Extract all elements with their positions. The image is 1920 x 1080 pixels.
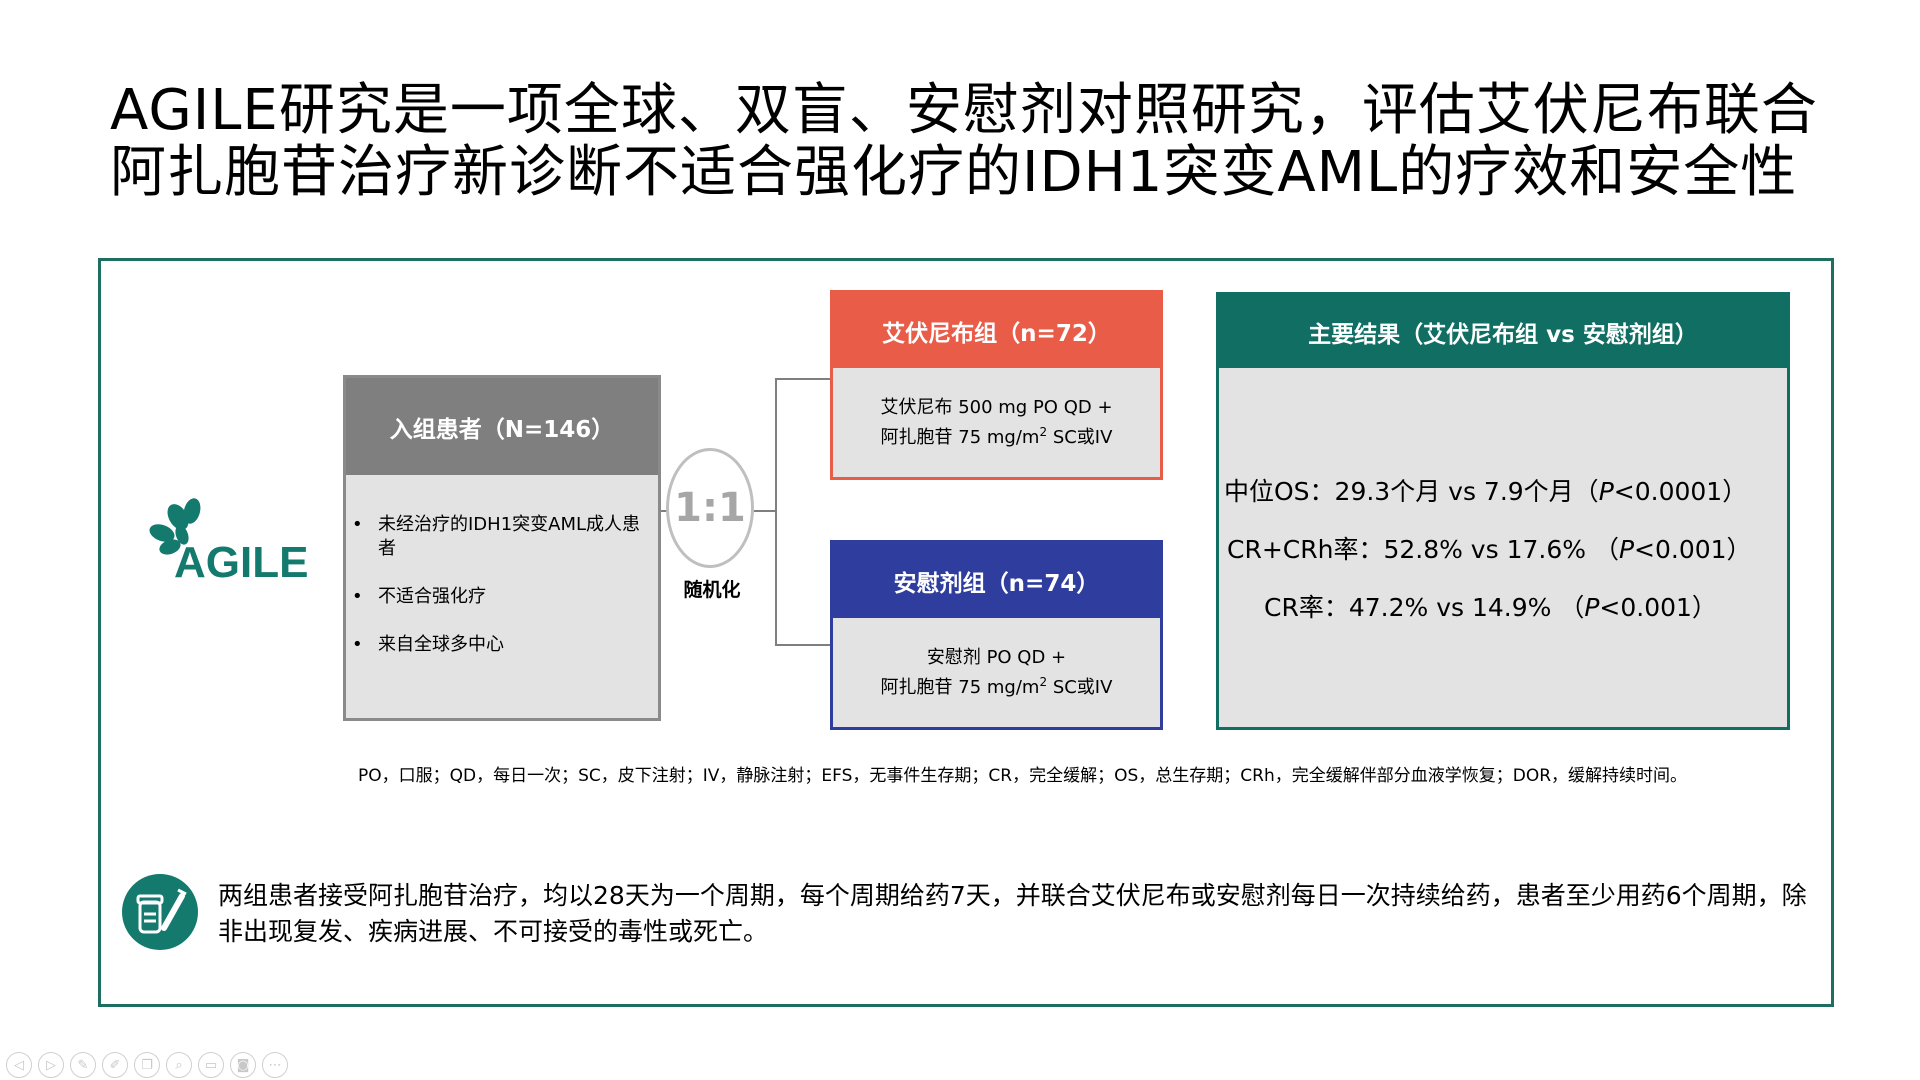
regimen-superscript: 2 bbox=[1039, 675, 1048, 689]
criteria-item: 未经治疗的IDH1突变AML成人患者 bbox=[352, 513, 654, 561]
regimen-line-2: 阿扎胞苷 75 mg/m2 SC或IV bbox=[881, 670, 1113, 700]
next-icon[interactable]: ▷ bbox=[38, 1052, 64, 1078]
camera-icon[interactable]: ◙ bbox=[230, 1052, 256, 1078]
result-cr-crh: CR+CRh率：52.8% vs 17.6% （P<0.001） bbox=[1227, 530, 1752, 566]
ivosidenib-arm-regimen: 艾伏尼布 500 mg PO QD + 阿扎胞苷 75 mg/m2 SC或IV bbox=[833, 368, 1160, 477]
enrollment-header: 入组患者（N=146） bbox=[346, 378, 658, 475]
regimen-line-1: 艾伏尼布 500 mg PO QD + bbox=[880, 397, 1113, 418]
agile-leaf-logo: AGILE bbox=[149, 498, 308, 587]
presentation-toolbar: ◁ ▷ ✎ ✐ ❐ ⌕ ▭ ◙ ⋯ bbox=[6, 1052, 288, 1078]
results-box: 主要结果（艾伏尼布组 vs 安慰剂组） bbox=[1216, 292, 1790, 730]
title-line-2: 阿扎胞苷治疗新诊断不适合强化疗的IDH1突变AML的疗效和安全性 bbox=[110, 140, 1798, 205]
placebo-arm-regimen: 安慰剂 PO QD + 阿扎胞苷 75 mg/m2 SC或IV bbox=[833, 618, 1160, 727]
placebo-arm-header: 安慰剂组（n=74） bbox=[833, 543, 1160, 618]
p-symbol: P bbox=[1598, 477, 1614, 506]
connector-line bbox=[775, 378, 777, 646]
randomization-ratio: 1:1 bbox=[666, 448, 754, 568]
criteria-item: 不适合强化疗 bbox=[352, 585, 654, 609]
content-frame bbox=[98, 258, 1834, 1007]
title-line-1: AGILE研究是一项全球、双盲、安慰剂对照研究，评估艾伏尼布联合 bbox=[110, 78, 1818, 143]
ivosidenib-arm-box: 艾伏尼布组（n=72） 艾伏尼布 500 mg PO QD + 阿扎胞苷 75 … bbox=[830, 290, 1163, 480]
medication-icon bbox=[122, 874, 198, 950]
result-text: <0.001） bbox=[1634, 535, 1752, 564]
regimen-text: SC或IV bbox=[1047, 677, 1113, 698]
regimen-text: SC或IV bbox=[1047, 427, 1113, 448]
result-os: 中位OS：29.3个月 vs 7.9个月（P<0.0001） bbox=[1224, 472, 1747, 508]
edit-icon[interactable]: ✐ bbox=[102, 1052, 128, 1078]
slide-title: AGILE研究是一项全球、双盲、安慰剂对照研究，评估艾伏尼布联合 阿扎胞苷治疗新… bbox=[110, 80, 1830, 204]
prev-icon[interactable]: ◁ bbox=[6, 1052, 32, 1078]
regimen-text: 阿扎胞苷 75 mg/m bbox=[880, 677, 1040, 698]
result-cr: CR率：47.2% vs 14.9% （P<0.001） bbox=[1264, 588, 1717, 624]
result-text: CR+CRh率：52.8% vs 17.6% （ bbox=[1227, 535, 1619, 564]
connector-line bbox=[754, 510, 776, 512]
connector-line bbox=[775, 644, 830, 646]
pen-icon[interactable]: ✎ bbox=[70, 1052, 96, 1078]
p-symbol: P bbox=[1618, 535, 1635, 564]
regimen-line-1: 安慰剂 PO QD + bbox=[926, 647, 1067, 668]
enrollment-box: 入组患者（N=146） 未经治疗的IDH1突变AML成人患者 不适合强化疗 来自… bbox=[343, 375, 661, 721]
more-icon[interactable]: ⋯ bbox=[262, 1052, 288, 1078]
placebo-arm-box: 安慰剂组（n=74） 安慰剂 PO QD + 阿扎胞苷 75 mg/m2 SC或… bbox=[830, 540, 1163, 730]
result-text: <0.0001） bbox=[1613, 477, 1748, 506]
copy-icon[interactable]: ❐ bbox=[134, 1052, 160, 1078]
result-text: 中位OS：29.3个月 vs 7.9个月（ bbox=[1224, 477, 1599, 506]
enrollment-criteria: 未经治疗的IDH1突变AML成人患者 不适合强化疗 来自全球多中心 bbox=[352, 513, 654, 681]
logo-text: AGILE bbox=[174, 538, 308, 587]
zoom-icon[interactable]: ⌕ bbox=[166, 1052, 192, 1078]
result-text: CR率：47.2% vs 14.9% （ bbox=[1264, 593, 1585, 622]
connector-line bbox=[661, 510, 667, 512]
regimen-superscript: 2 bbox=[1039, 425, 1048, 439]
abbreviations-footnote: PO，口服；QD，每日一次；SC，皮下注射；IV，静脉注射；EFS，无事件生存期… bbox=[358, 766, 1688, 786]
criteria-item: 来自全球多中心 bbox=[352, 633, 654, 657]
results-header: 主要结果（艾伏尼布组 vs 安慰剂组） bbox=[1219, 295, 1787, 368]
randomization-label: 随机化 bbox=[683, 579, 741, 601]
regimen-line-2: 阿扎胞苷 75 mg/m2 SC或IV bbox=[881, 420, 1113, 450]
screen-icon[interactable]: ▭ bbox=[198, 1052, 224, 1078]
treatment-note: 两组患者接受阿扎胞苷治疗，均以28天为一个周期，每个周期给药7天，并联合艾伏尼布… bbox=[218, 881, 1807, 946]
connector-line bbox=[775, 378, 830, 380]
regimen-text: 阿扎胞苷 75 mg/m bbox=[880, 427, 1040, 448]
result-text: <0.001） bbox=[1599, 593, 1717, 622]
p-symbol: P bbox=[1584, 593, 1600, 622]
ivosidenib-arm-header: 艾伏尼布组（n=72） bbox=[833, 293, 1160, 368]
